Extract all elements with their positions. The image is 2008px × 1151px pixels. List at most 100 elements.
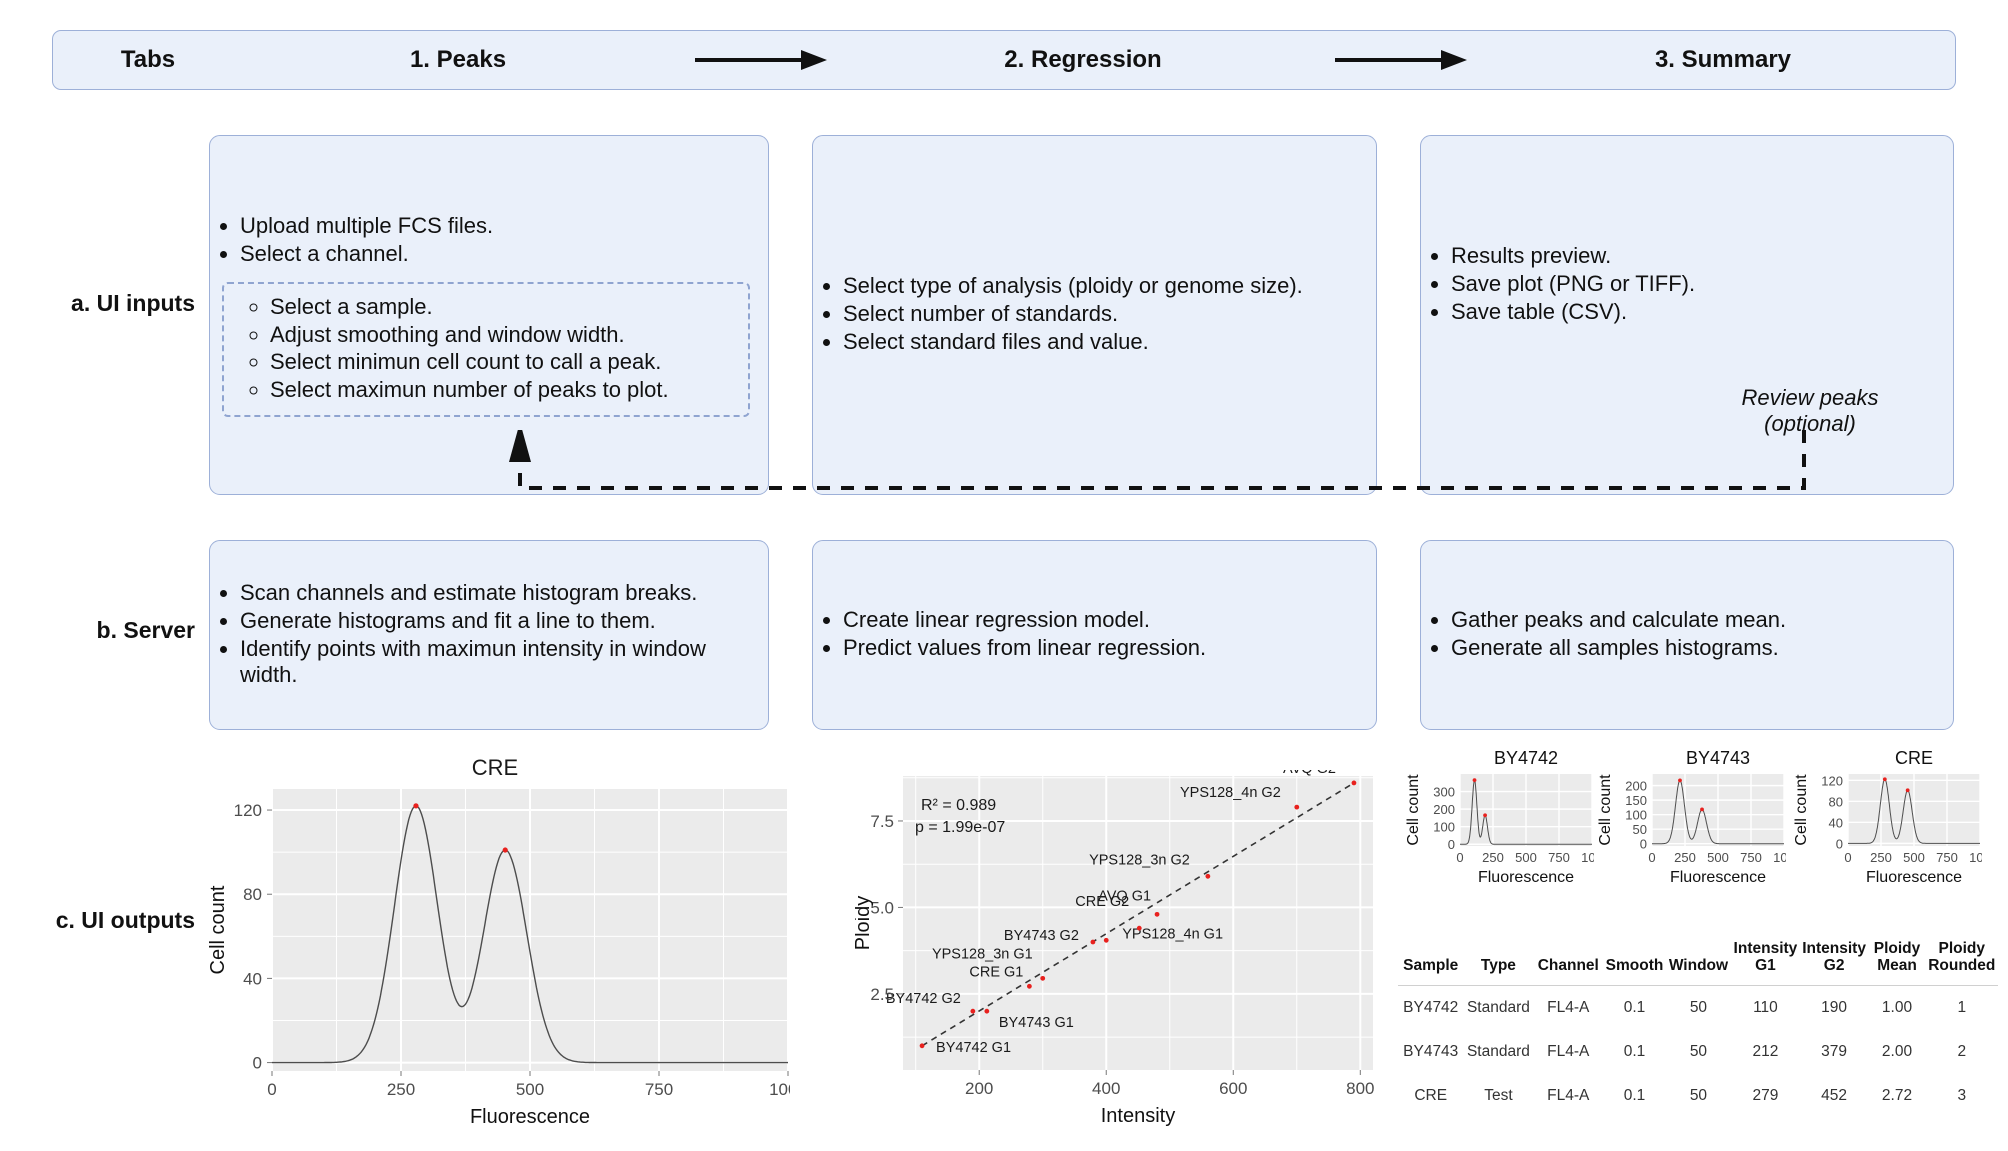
table-cell: 0.1 bbox=[1623, 1042, 1646, 1060]
table-column-header: Window bbox=[1665, 938, 1732, 986]
table-column-header: Type bbox=[1463, 938, 1534, 986]
svg-text:Cell count: Cell count bbox=[207, 885, 229, 974]
right-arrow-icon bbox=[673, 47, 853, 73]
table-cell: 0.1 bbox=[1623, 998, 1646, 1016]
list-item: Select type of analysis (ploidy or genom… bbox=[843, 273, 1303, 300]
svg-text:500: 500 bbox=[1707, 850, 1729, 865]
svg-text:40: 40 bbox=[243, 969, 262, 988]
list-item: Select minimun cell count to call a peak… bbox=[270, 349, 740, 376]
table-cell: FL4-A bbox=[1547, 998, 1590, 1016]
svg-text:BY4743 G2: BY4743 G2 bbox=[1004, 928, 1079, 944]
table-cell: Standard bbox=[1466, 1042, 1530, 1060]
svg-text:200: 200 bbox=[965, 1079, 993, 1098]
svg-text:400: 400 bbox=[1092, 1079, 1120, 1098]
svg-text:AVQ G2: AVQ G2 bbox=[1283, 770, 1336, 777]
table-cell: 379 bbox=[1821, 1042, 1848, 1060]
svg-text:750: 750 bbox=[645, 1080, 673, 1099]
svg-text:500: 500 bbox=[1515, 850, 1537, 865]
cre-histogram-svg: 0250500750100004080120FluorescenceCell c… bbox=[207, 789, 790, 1128]
list-item: Adjust smoothing and window width. bbox=[270, 322, 740, 349]
table-cell: Standard bbox=[1466, 998, 1530, 1016]
list-ui-inputs-peaks: Upload multiple FCS files. Select a chan… bbox=[210, 213, 768, 268]
svg-text:250: 250 bbox=[1870, 850, 1892, 865]
mini-histogram-by4742-svg: BY474202505007501000100200300Fluorescenc… bbox=[1405, 748, 1594, 886]
row-label-server: b. Server bbox=[96, 617, 195, 643]
chart-cre-histogram: CRE 0250500750100004080120FluorescenceCe… bbox=[200, 755, 790, 1151]
tab-row-label: Tabs bbox=[120, 46, 176, 73]
panel-server-regression: Create linear regression model. Predict … bbox=[812, 540, 1377, 730]
svg-text:0: 0 bbox=[267, 1080, 276, 1099]
svg-text:5.0: 5.0 bbox=[870, 898, 894, 917]
list-item: Select maximun number of peaks to plot. bbox=[270, 377, 740, 404]
list-item: Identify points with maximun intensity i… bbox=[240, 636, 768, 690]
svg-text:YPS128_3n G1: YPS128_3n G1 bbox=[932, 946, 1033, 962]
table-cell: BY4743 bbox=[1403, 1042, 1459, 1060]
list-item: Save table (CSV). bbox=[1451, 299, 1695, 326]
svg-text:0: 0 bbox=[1648, 850, 1655, 865]
table-cell: CRE bbox=[1414, 1086, 1448, 1104]
chart-mini-by4743: BY47430250500750100050100150200Fluoresce… bbox=[1596, 748, 1786, 908]
tab-regression[interactable]: 2. Regression bbox=[1004, 46, 1162, 73]
list-item: Generate all samples histograms. bbox=[1451, 635, 1786, 662]
svg-text:CRE G1: CRE G1 bbox=[969, 964, 1023, 980]
table-cell: 212 bbox=[1752, 1042, 1779, 1060]
review-peaks-note: Review peaks (optional) bbox=[1741, 385, 1879, 437]
svg-text:500: 500 bbox=[1903, 850, 1925, 865]
tab-bar: Tabs 1. Peaks 2. Regression 3. Summary bbox=[52, 30, 1956, 90]
panel-server-peaks: Scan channels and estimate histogram bre… bbox=[209, 540, 769, 730]
svg-text:100: 100 bbox=[1625, 808, 1647, 823]
svg-text:0: 0 bbox=[1456, 850, 1463, 865]
svg-text:YPS128_4n G2: YPS128_4n G2 bbox=[1180, 785, 1281, 801]
tab-peaks[interactable]: 1. Peaks bbox=[409, 46, 507, 73]
svg-text:50: 50 bbox=[1633, 822, 1647, 837]
tab-summary[interactable]: 3. Summary bbox=[1654, 46, 1792, 73]
svg-text:0: 0 bbox=[1844, 850, 1851, 865]
svg-text:200: 200 bbox=[1625, 779, 1647, 794]
table-cell: Test bbox=[1484, 1086, 1513, 1104]
svg-text:300: 300 bbox=[1433, 785, 1455, 800]
svg-text:200: 200 bbox=[1433, 802, 1455, 817]
list-item: Generate histograms and fit a line to th… bbox=[240, 608, 768, 635]
svg-text:800: 800 bbox=[1346, 1079, 1374, 1098]
svg-text:p = 1.99e-07: p = 1.99e-07 bbox=[915, 819, 1005, 836]
panel-ui-inputs-summary: Results preview. Save plot (PNG or TIFF)… bbox=[1420, 135, 1954, 495]
svg-text:750: 750 bbox=[1740, 850, 1762, 865]
table-cell: 2.72 bbox=[1881, 1086, 1913, 1104]
svg-text:Fluorescence: Fluorescence bbox=[1478, 869, 1574, 886]
list-item: Select standard files and value. bbox=[843, 329, 1303, 356]
svg-text:100: 100 bbox=[1969, 850, 1982, 865]
list-item: Results preview. bbox=[1451, 243, 1695, 270]
chart-mini-by4742: BY474202505007501000100200300Fluorescenc… bbox=[1404, 748, 1594, 908]
svg-text:Cell count: Cell count bbox=[1793, 774, 1810, 846]
svg-text:CRE: CRE bbox=[1895, 748, 1933, 768]
list-item: Gather peaks and calculate mean. bbox=[1451, 607, 1786, 634]
table-column-header: Channel bbox=[1533, 938, 1604, 986]
table-cell: 1.00 bbox=[1881, 998, 1913, 1016]
svg-text:600: 600 bbox=[1219, 1079, 1247, 1098]
svg-text:80: 80 bbox=[243, 885, 262, 904]
table-cell: FL4-A bbox=[1547, 1086, 1590, 1104]
feedback-loop-connector bbox=[0, 422, 2008, 540]
svg-text:BY4742 G2: BY4742 G2 bbox=[886, 991, 961, 1007]
svg-text:100: 100 bbox=[1773, 850, 1786, 865]
row-label-ui-inputs: a. UI inputs bbox=[71, 290, 195, 316]
list-item: Select a channel. bbox=[240, 241, 768, 268]
svg-text:Fluorescence: Fluorescence bbox=[1670, 869, 1766, 886]
list-item: Select number of standards. bbox=[843, 301, 1303, 328]
svg-text:Ploidy: Ploidy bbox=[855, 896, 874, 950]
svg-text:250: 250 bbox=[1674, 850, 1696, 865]
svg-text:1000: 1000 bbox=[769, 1080, 790, 1099]
table-cell: FL4-A bbox=[1547, 1042, 1590, 1060]
table-cell: 1 bbox=[1957, 998, 1967, 1016]
list-server-peaks: Scan channels and estimate histogram bre… bbox=[210, 580, 768, 690]
table-cell: 452 bbox=[1821, 1086, 1848, 1104]
list-item: Select a sample. bbox=[270, 294, 740, 321]
svg-text:500: 500 bbox=[516, 1080, 544, 1099]
table-cell: 110 bbox=[1753, 998, 1778, 1016]
list-item: Scan channels and estimate histogram bre… bbox=[240, 580, 768, 607]
